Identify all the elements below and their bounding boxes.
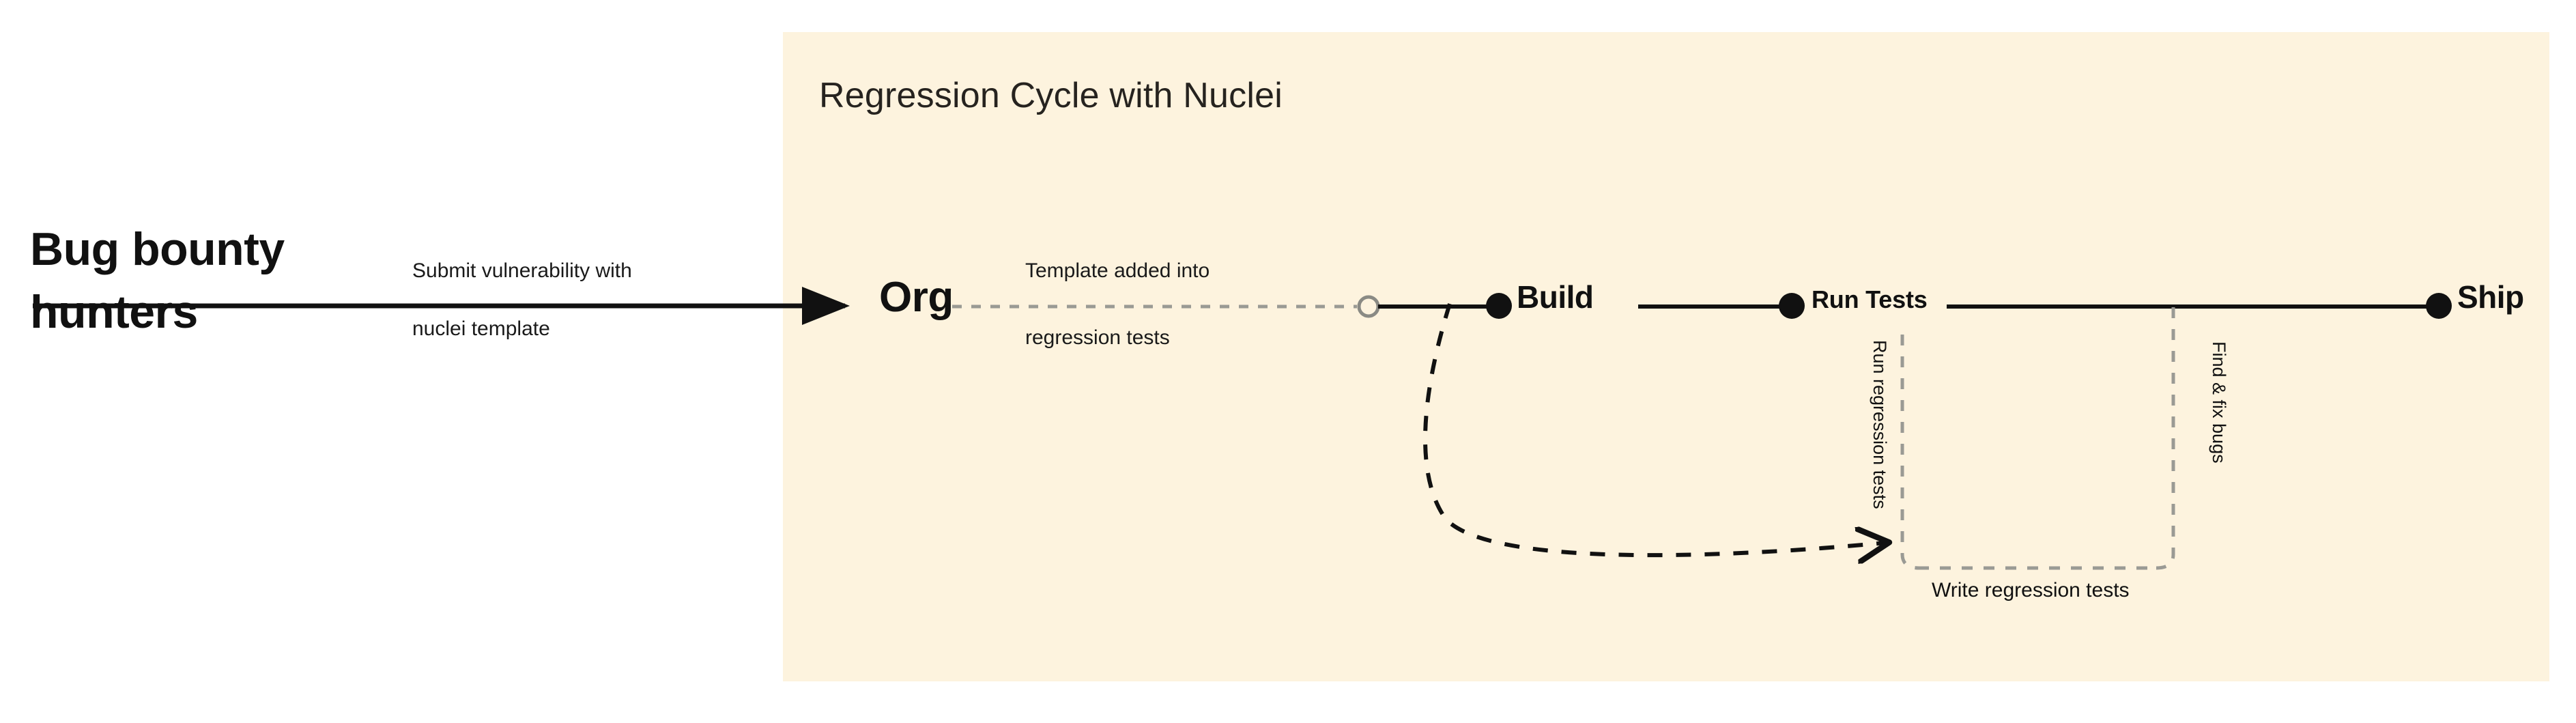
edge-label-template-line2: regression tests bbox=[1025, 326, 1170, 349]
page-title: Regression Cycle with Nuclei bbox=[819, 76, 1283, 115]
loop-label-run-regression-tests: Run regression tests bbox=[1870, 340, 1890, 509]
bracket-label-find-fix-bugs: Find & fix bugs bbox=[2209, 341, 2229, 464]
actor-bug-bounty-hunters: Bug bounty hunters bbox=[30, 218, 385, 344]
edge-label-template-line1: Template added into bbox=[1025, 259, 1210, 282]
node-label-ship[interactable]: Ship bbox=[2457, 279, 2524, 315]
edge-label-submit-line1: Submit vulnerability with bbox=[412, 259, 632, 282]
edge-label-submit-line2: nuclei template bbox=[412, 317, 550, 340]
node-label-run-tests[interactable]: Run Tests bbox=[1812, 285, 1928, 313]
bracket-label-write-regression-tests: Write regression tests bbox=[1932, 579, 2130, 601]
actor-label-line1: Bug bounty bbox=[30, 223, 285, 275]
actor-label-line2: hunters bbox=[30, 285, 198, 338]
node-label-build[interactable]: Build bbox=[1517, 279, 1594, 315]
node-label-org[interactable]: Org bbox=[879, 274, 954, 321]
regression-cycle-panel bbox=[783, 32, 2549, 681]
